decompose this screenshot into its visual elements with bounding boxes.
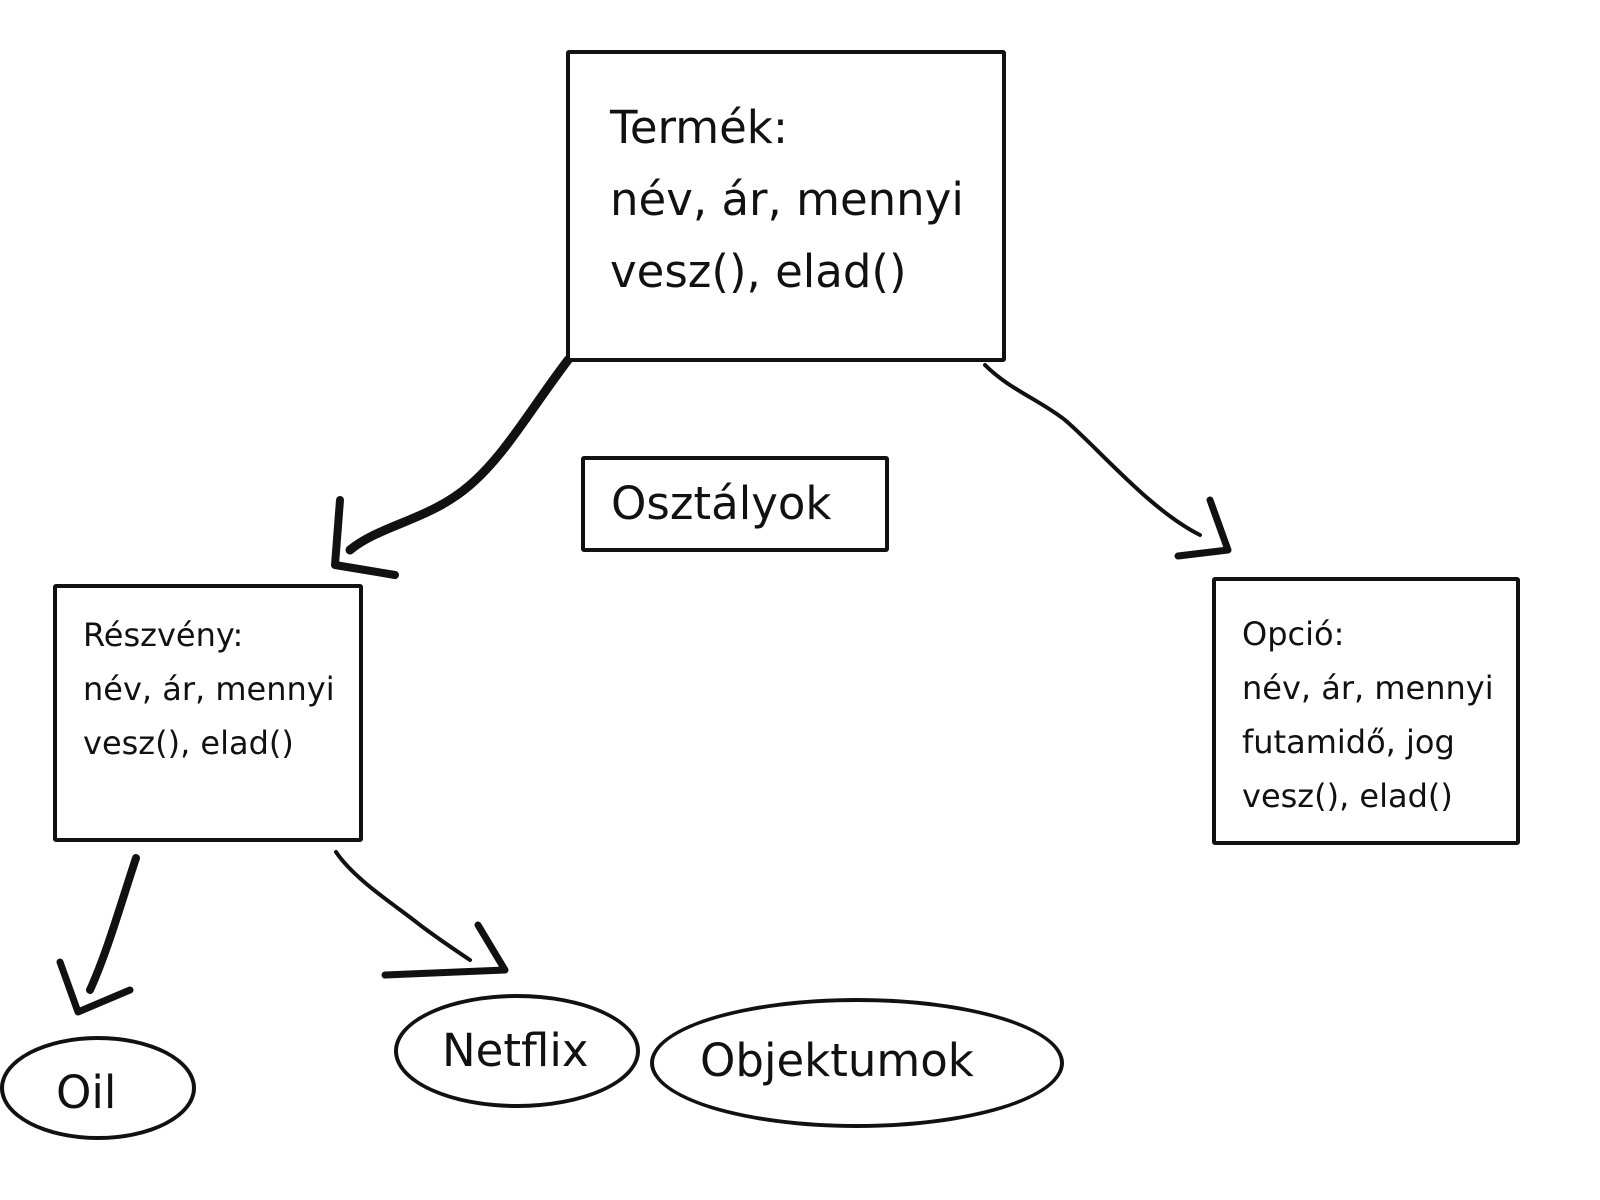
class-box-termek: Termék: név, ár, mennyi vesz(), elad() xyxy=(566,50,1006,362)
class-attributes-opcio: név, ár, mennyi xyxy=(1242,669,1494,707)
class-title-opcio: Opció: xyxy=(1242,615,1345,653)
classes-label: Osztályok xyxy=(611,477,832,530)
class-methods-opcio: vesz(), elad() xyxy=(1242,777,1453,815)
class-box-opcio: Opció: név, ár, mennyi futamidő, jog ves… xyxy=(1212,577,1520,845)
arrow-termek-to-reszveny xyxy=(331,355,573,579)
class-extra-opcio: futamidő, jog xyxy=(1242,723,1455,761)
arrow-reszveny-to-oil xyxy=(56,854,140,1016)
arrow-termek-to-opcio xyxy=(983,363,1232,560)
arrow-reszveny-to-netflix xyxy=(334,850,509,979)
object-label-oil: Oil xyxy=(56,1066,117,1119)
class-methods-reszveny: vesz(), elad() xyxy=(83,724,294,762)
class-box-reszveny: Részvény: név, ár, mennyi vesz(), elad() xyxy=(53,584,363,842)
objects-label: Objektumok xyxy=(700,1034,974,1087)
class-title-reszveny: Részvény: xyxy=(83,616,244,654)
object-label-netflix: Netflix xyxy=(442,1024,589,1077)
objects-label-ellipse: Objektumok xyxy=(650,998,1064,1128)
class-attributes-termek: név, ár, mennyi xyxy=(610,173,964,226)
class-title-termek: Termék: xyxy=(610,101,788,154)
class-methods-termek: vesz(), elad() xyxy=(610,245,907,298)
label-box-classes: Osztályok xyxy=(581,456,889,552)
object-ellipse-netflix: Netflix xyxy=(394,994,640,1108)
object-ellipse-oil: Oil xyxy=(0,1036,196,1140)
class-attributes-reszveny: név, ár, mennyi xyxy=(83,670,335,708)
